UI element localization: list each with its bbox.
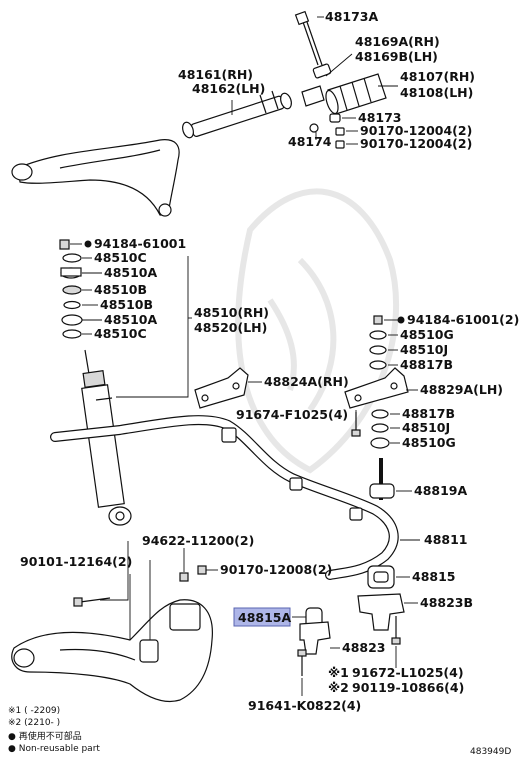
upper-control-arm bbox=[11, 139, 180, 217]
label-91674: 91674-F1025(4) bbox=[236, 407, 348, 422]
label-94622: 94622-11200(2) bbox=[142, 533, 254, 548]
bar-clamp-left bbox=[221, 427, 363, 521]
label-48811: 48811 bbox=[424, 532, 468, 547]
label-48108: 48108(LH) bbox=[400, 85, 473, 100]
bolts-lower bbox=[297, 616, 401, 676]
label-90119: 90119-10866(4) bbox=[352, 680, 464, 695]
label-48824A: 48824A(RH) bbox=[264, 374, 349, 389]
shock-absorber bbox=[81, 349, 132, 526]
label-48510A-b: 48510A bbox=[104, 312, 157, 327]
label-91672: 91672-L1025(4) bbox=[352, 665, 464, 680]
stabilizer-bar bbox=[50, 415, 399, 580]
bushing-48815A bbox=[299, 607, 331, 655]
label-48169A: 48169A(RH) bbox=[355, 34, 440, 49]
label-48510C-b: 48510C bbox=[94, 326, 147, 341]
label-48161: 48161(RH) bbox=[178, 67, 253, 82]
label-48520LH: 48520(LH) bbox=[194, 320, 267, 335]
footnote-2: ※2 (2210- ) bbox=[8, 718, 60, 728]
bolt-90101 bbox=[73, 565, 207, 607]
shock-mount-stack bbox=[59, 239, 92, 339]
label-48823B: 48823B bbox=[420, 595, 473, 610]
bracket-48823B bbox=[357, 593, 405, 631]
shaft-48161 bbox=[182, 90, 292, 139]
label-48510G-a: 48510G bbox=[400, 327, 454, 342]
label-48510RH: 48510(RH) bbox=[194, 305, 269, 320]
label-48510B-b: 48510B bbox=[100, 297, 153, 312]
label-48823: 48823 bbox=[342, 640, 386, 655]
bracket-48829A bbox=[344, 367, 409, 409]
label-48174: 48174 bbox=[288, 134, 332, 149]
label-48162: 48162(LH) bbox=[192, 81, 265, 96]
label-48817B-b: 48817B bbox=[402, 406, 455, 421]
footnote-3: ● 再使用不可部品 bbox=[8, 730, 82, 742]
label-48169B: 48169B(LH) bbox=[355, 49, 438, 64]
label-91672-mark: ※1 bbox=[328, 665, 349, 680]
label-90119-mark: ※2 bbox=[328, 680, 349, 695]
footnotes: ※1 ( -2209) ※2 (2210- ) ● 再使用不可部品 ● Non-… bbox=[8, 706, 511, 757]
bushing-48169 bbox=[312, 63, 332, 79]
label-48819A: 48819A bbox=[414, 483, 467, 498]
bushing-48107 bbox=[301, 73, 387, 115]
small-parts-top bbox=[309, 113, 345, 149]
footnote-4: ● Non-reusable part bbox=[8, 744, 100, 754]
leader-lines bbox=[70, 16, 420, 696]
label-48815A: 48815A bbox=[238, 610, 291, 625]
label-48173: 48173 bbox=[358, 110, 402, 125]
link-48819A bbox=[369, 458, 395, 500]
highlight-48815A bbox=[233, 607, 291, 627]
label-48817B-a: 48817B bbox=[400, 357, 453, 372]
link-stack-right bbox=[369, 315, 405, 449]
label-94184-right: 94184-61001(2) bbox=[407, 312, 519, 327]
label-48173A: 48173A bbox=[325, 9, 378, 24]
label-90170-12004-a: 90170-12004(2) bbox=[360, 123, 472, 138]
label-48107: 48107(RH) bbox=[400, 69, 475, 84]
label-48510J-b: 48510J bbox=[402, 420, 450, 435]
bolt-48173A bbox=[294, 10, 323, 66]
label-90170-12004-b: 90170-12004(2) bbox=[360, 136, 472, 151]
label-91641: 91641-K0822(4) bbox=[248, 698, 361, 713]
label-48829A: 48829A(LH) bbox=[420, 382, 503, 397]
diagram-code: 483949D bbox=[470, 747, 511, 757]
label-48510B-a: 48510B bbox=[94, 282, 147, 297]
label-48510C-a: 48510C bbox=[94, 250, 147, 265]
lower-control-arm bbox=[11, 599, 213, 702]
label-94184-left: 94184-61001 bbox=[94, 236, 186, 251]
label-48510J-a: 48510J bbox=[400, 342, 448, 357]
label-90170-12008: 90170-12008(2) bbox=[220, 562, 332, 577]
part-labels: 48173A 48169A(RH) 48169B(LH) 48161(RH) 4… bbox=[20, 9, 519, 713]
bushing-48815 bbox=[367, 565, 395, 589]
footnote-1: ※1 ( -2209) bbox=[8, 706, 60, 716]
label-90101: 90101-12164(2) bbox=[20, 554, 132, 569]
label-48815: 48815 bbox=[412, 569, 456, 584]
label-48510G-b: 48510G bbox=[402, 435, 456, 450]
bracket-48824A bbox=[194, 367, 249, 409]
label-48510A-a: 48510A bbox=[104, 265, 157, 280]
